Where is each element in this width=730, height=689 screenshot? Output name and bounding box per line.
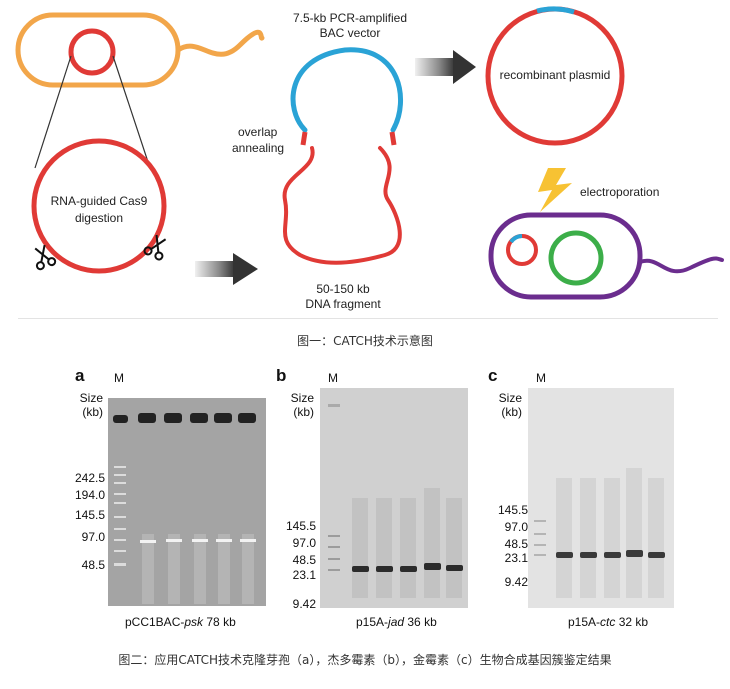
caption-size: 78 kb xyxy=(203,615,236,629)
caption-main: p15A- xyxy=(356,615,389,629)
bac-vector-arc xyxy=(290,47,403,133)
electroporation-label: electroporation xyxy=(580,185,659,199)
large-plasmid xyxy=(31,138,167,274)
caption-main: p15A- xyxy=(568,615,601,629)
gel-image-c xyxy=(528,388,674,608)
fragment-label-line1: 50-150 kb xyxy=(316,282,370,296)
caption-gene: jad xyxy=(388,615,405,629)
size-tick: 48.5 xyxy=(504,537,528,551)
size-label-line: (kb) xyxy=(293,405,314,419)
panel-letter: a xyxy=(75,366,85,385)
size-label: Size (kb) xyxy=(286,391,314,419)
pcr-vector-label-line2: BAC vector xyxy=(320,26,381,40)
cas9-label-line1: RNA-guided Cas9 xyxy=(51,194,148,208)
zoom-line-right xyxy=(112,55,151,169)
pcr-vector-label-line1: 7.5-kb PCR-amplified xyxy=(293,11,407,25)
size-tick: 9.42 xyxy=(504,575,528,589)
size-tick: 23.1 xyxy=(504,551,528,565)
size-label-line: (kb) xyxy=(82,405,103,419)
fragment-label-line2: DNA fragment xyxy=(305,297,381,311)
scissors-icon xyxy=(34,244,57,271)
size-tick: 145.5 xyxy=(285,519,316,533)
panel-letter: b xyxy=(276,366,287,385)
scissors-icon xyxy=(143,234,167,261)
caption-gene: ctc xyxy=(600,615,616,629)
figure-divider xyxy=(18,318,718,319)
size-tick: 48.5 xyxy=(81,558,105,572)
size-tick: 9.42 xyxy=(292,597,316,611)
figure1-caption: 图一：CATCH技术示意图 xyxy=(297,334,433,348)
arrow-icon xyxy=(195,253,258,285)
plasmid-label: recombinant plasmid xyxy=(500,68,611,82)
figure2-caption: 图二：应用CATCH技术克隆芽孢（a），杰多霉素（b），金霉素（c）生物合成基因… xyxy=(118,653,612,667)
zoom-line-left xyxy=(34,55,72,169)
arrow-icon xyxy=(415,50,476,84)
size-tick: 145.5 xyxy=(74,508,105,522)
overlap-end-left xyxy=(300,131,308,146)
size-tick: 97.0 xyxy=(81,530,105,544)
size-tick: 145.5 xyxy=(497,503,528,517)
gel-panel-a: a M Size (kb) xyxy=(75,366,275,636)
size-tick: 194.0 xyxy=(74,488,105,502)
lightning-icon xyxy=(538,168,572,212)
size-tick: 48.5 xyxy=(292,553,316,567)
size-label: Size (kb) xyxy=(75,391,103,419)
catch-schematic: RNA-guided Cas9 digestion 7.5-kb PCR-amp… xyxy=(15,6,724,311)
gel-caption-a: pCC1BAC-psk 78 kb xyxy=(125,615,236,629)
overlap-label-line1: overlap xyxy=(238,125,278,139)
size-label-line: Size xyxy=(79,391,103,405)
gel-image-b xyxy=(320,388,468,608)
size-label-line: Size xyxy=(498,391,522,405)
size-tick: 97.0 xyxy=(292,536,316,550)
overlap-end-right xyxy=(389,131,397,146)
gel-caption-c: p15A-ctc 32 kb xyxy=(568,615,648,629)
marker-label: M xyxy=(536,371,546,385)
caption-main: pCC1BAC- xyxy=(125,615,185,629)
gel-panel-b: b M Size (kb) 145.5 97.0 48.5 23.1 9.42 … xyxy=(276,366,476,636)
gel-panel-c: c M Size (kb) 145.5 97.0 48.5 23.1 9.42 … xyxy=(488,366,688,636)
size-label: Size (kb) xyxy=(494,391,522,419)
bacterium-orange xyxy=(15,12,265,88)
caption-size: 36 kb xyxy=(404,615,437,629)
dna-fragment xyxy=(282,146,402,265)
size-tick: 23.1 xyxy=(292,568,316,582)
marker-label: M xyxy=(114,371,124,385)
caption-gene: psk xyxy=(184,615,204,629)
gel-image-a xyxy=(108,398,266,606)
size-label-line: Size xyxy=(290,391,314,405)
marker-label: M xyxy=(328,371,338,385)
gel-caption-b: p15A-jad 36 kb xyxy=(356,615,437,629)
panel-letter: c xyxy=(488,366,498,385)
size-tick: 97.0 xyxy=(504,520,528,534)
size-tick: 242.5 xyxy=(74,471,105,485)
recombinant-vector-segment xyxy=(536,6,575,15)
caption-size: 32 kb xyxy=(615,615,649,629)
cas9-label-line2: digestion xyxy=(75,211,123,225)
bacterium-purple xyxy=(488,212,724,300)
size-label-line: (kb) xyxy=(501,405,522,419)
overlap-label-line2: annealing xyxy=(232,141,284,155)
